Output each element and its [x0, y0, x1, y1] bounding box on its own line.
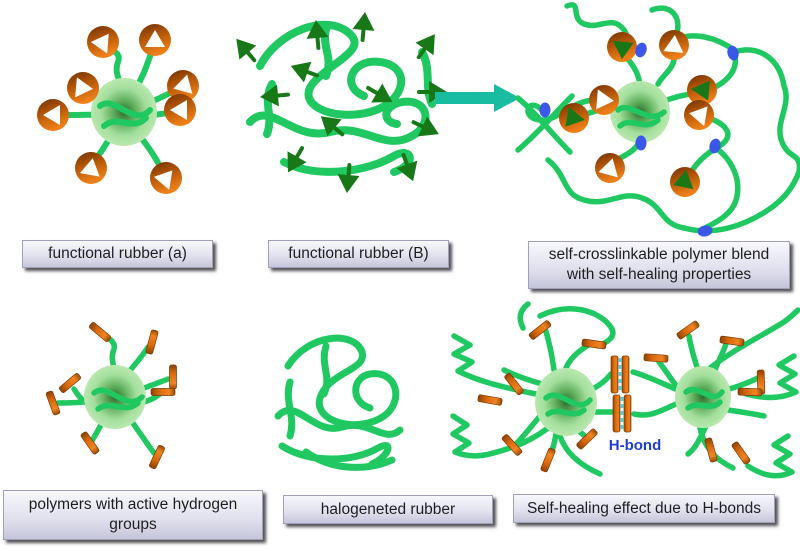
dark-triangle-pendant-icon — [306, 20, 329, 50]
dark-triangle-pendant-icon — [320, 116, 345, 137]
white-triangle-pendant-icon — [150, 162, 182, 194]
dark-triangle-pendant-icon — [352, 12, 375, 42]
white-triangle-pendant-icon — [595, 153, 625, 183]
label-self-crosslinkable-blend: self-crosslinkable polymer blend with se… — [528, 241, 790, 289]
hydrogen-rod-icon — [731, 441, 751, 465]
dark-triangle-pendant-icon — [415, 34, 435, 60]
hydrogen-rod-icon — [477, 394, 503, 406]
h-bond-pair-2 — [612, 394, 632, 433]
label-text: halogeneted rubber — [320, 500, 456, 518]
label-text: self-crosslinkable polymer blend with se… — [548, 246, 770, 283]
hydrogen-rod-icon — [612, 394, 621, 433]
dark-triangle-pendant-icon — [287, 146, 307, 173]
label-active-hydrogen-polymers: polymers with active hydrogen groups — [3, 490, 263, 540]
dark-triangle-pendant-icon — [559, 103, 589, 133]
white-triangle-pendant-icon — [167, 70, 199, 102]
label-functional-rubber-a: functional rubber (a) — [22, 240, 213, 268]
halogeneted-rubber-illustration — [274, 334, 404, 471]
h-bond-annotation: H-bond — [609, 437, 661, 454]
hydrogen-groups-left — [477, 320, 607, 473]
crosslink-node-icon — [697, 225, 713, 237]
dark-triangle-pendant-icon — [687, 75, 717, 105]
label-text: functional rubber (B) — [288, 245, 429, 263]
hydrogen-rod-icon — [676, 320, 700, 340]
white-triangle-pendant-icon — [75, 152, 107, 184]
hydrogen-rod-icon — [581, 338, 607, 350]
polymer-core-blob-right — [675, 366, 731, 428]
dark-triangle-pendant-icon — [260, 84, 290, 107]
hydrogen-rod-icon — [623, 394, 632, 433]
hydrogen-rod-icon — [737, 387, 763, 397]
hydrogen-rod-icon — [501, 434, 523, 456]
functional-rubber-b-illustration — [236, 12, 447, 193]
label-self-healing-effect: Self-healing effect due to H-bonds — [513, 494, 775, 523]
hydrogen-rod-icon — [643, 353, 669, 363]
white-triangle-pendant-icon — [87, 26, 119, 58]
dark-triangle-pendant-icon — [337, 163, 360, 193]
hydrogen-groups — [45, 322, 177, 470]
arrow-right-icon — [435, 84, 520, 112]
crosslink-node-icon — [635, 135, 647, 151]
crosslink-nodes — [539, 42, 739, 237]
polymer-tangle — [246, 20, 436, 176]
label-functional-rubber-b: functional rubber (B) — [268, 240, 449, 268]
dark-triangle-pendant-icon — [670, 167, 700, 197]
core-inner-coils — [615, 105, 667, 129]
hydrogen-rod-icon — [45, 390, 61, 416]
core-inner-coils — [91, 387, 145, 412]
core-inner-coils — [543, 386, 725, 417]
hydrogen-rod-icon — [59, 373, 81, 393]
dark-triangle-pendant-icon — [290, 61, 320, 83]
hydrogen-rod-icon — [149, 444, 165, 470]
label-text: functional rubber (a) — [48, 245, 187, 263]
hydrogen-rod-icon — [89, 322, 111, 342]
hydrogen-rod-icon — [576, 428, 598, 450]
hydrogen-rod-icon — [704, 437, 718, 463]
hydrogen-rod-icon — [169, 364, 177, 390]
pendant-groups-mixed — [559, 30, 717, 197]
label-text: Self-healing effect due to H-bonds — [526, 499, 762, 517]
pendant-groups-a — [37, 24, 199, 194]
hydrogen-groups-right — [643, 320, 766, 465]
hydrogen-rod-icon — [150, 388, 176, 396]
hydrogen-rod-icon — [610, 355, 619, 394]
active-hydrogen-polymers-illustration — [45, 322, 177, 470]
dark-triangle-pendant-icon — [236, 38, 257, 63]
pendant-groups-b — [236, 12, 447, 193]
white-triangle-pendant-icon — [139, 24, 171, 56]
hydrogen-rod-icon — [719, 335, 745, 347]
hydrogen-rod-icon — [80, 431, 100, 455]
crosslink-node-icon — [635, 42, 647, 58]
white-triangle-pendant-icon — [659, 30, 689, 60]
white-triangle-pendant-icon — [589, 85, 619, 115]
crosslink-node-icon — [727, 45, 739, 61]
hydrogen-rod-icon — [145, 329, 159, 355]
label-halogeneted-rubber: halogeneted rubber — [283, 495, 493, 524]
hydrogen-rod-icon — [528, 320, 552, 340]
crosslink-node-icon — [539, 102, 551, 118]
white-triangle-pendant-icon — [37, 99, 69, 131]
h-bond-pair-1 — [610, 355, 630, 394]
dark-triangle-pendant-icon — [396, 152, 418, 182]
hydrogen-rod-icon — [540, 447, 556, 473]
functional-rubber-a-illustration — [37, 24, 199, 194]
core-inner-coils — [97, 100, 153, 129]
polymer-tangle — [274, 334, 404, 471]
hydrogen-rod-icon — [621, 355, 630, 394]
label-text: polymers with active hydrogen groups — [28, 496, 238, 533]
white-triangle-pendant-icon — [164, 94, 196, 126]
white-triangle-pendant-icon — [67, 72, 99, 104]
dark-triangle-pendant-icon — [411, 116, 439, 137]
self-healing-effect-illustration: H-bond — [450, 301, 800, 479]
self-crosslinkable-blend-illustration — [515, 2, 800, 237]
hydrogen-rod-icon — [504, 372, 524, 396]
dark-triangle-pendant-icon — [607, 32, 637, 62]
crosslink-node-icon — [709, 138, 721, 154]
dark-triangle-pendant-icon — [366, 83, 393, 103]
white-triangle-pendant-icon — [684, 100, 714, 130]
